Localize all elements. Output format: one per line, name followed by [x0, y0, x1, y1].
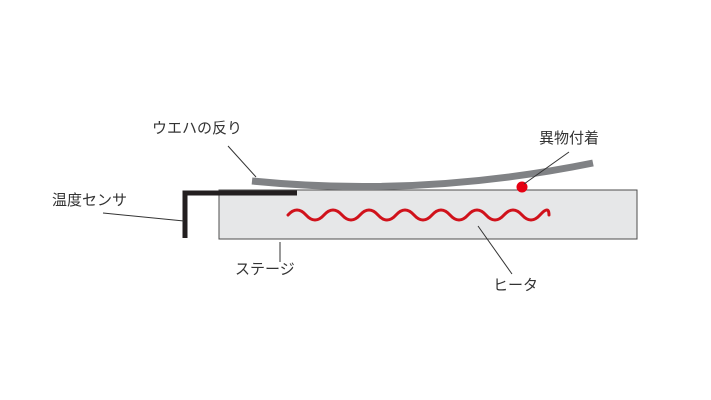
- leader-line-wafer: [227, 145, 257, 178]
- label-wafer-warp: ウエハの反り: [152, 119, 243, 137]
- label-foreign-matter: 異物付着: [539, 129, 600, 147]
- label-stage: ステージ: [235, 260, 295, 278]
- label-heater: ヒータ: [493, 276, 539, 294]
- heater-coil: [286, 208, 551, 222]
- leader-line-sensor: [102, 212, 185, 222]
- wafer: [251, 159, 594, 191]
- leader-line-foreign: [523, 151, 570, 185]
- stage-block: [218, 189, 638, 240]
- foreign-particle: [516, 181, 528, 193]
- temperature-sensor: [182, 190, 297, 238]
- leader-line-heater: [477, 225, 513, 275]
- label-temperature-sensor: 温度センサ: [52, 191, 128, 209]
